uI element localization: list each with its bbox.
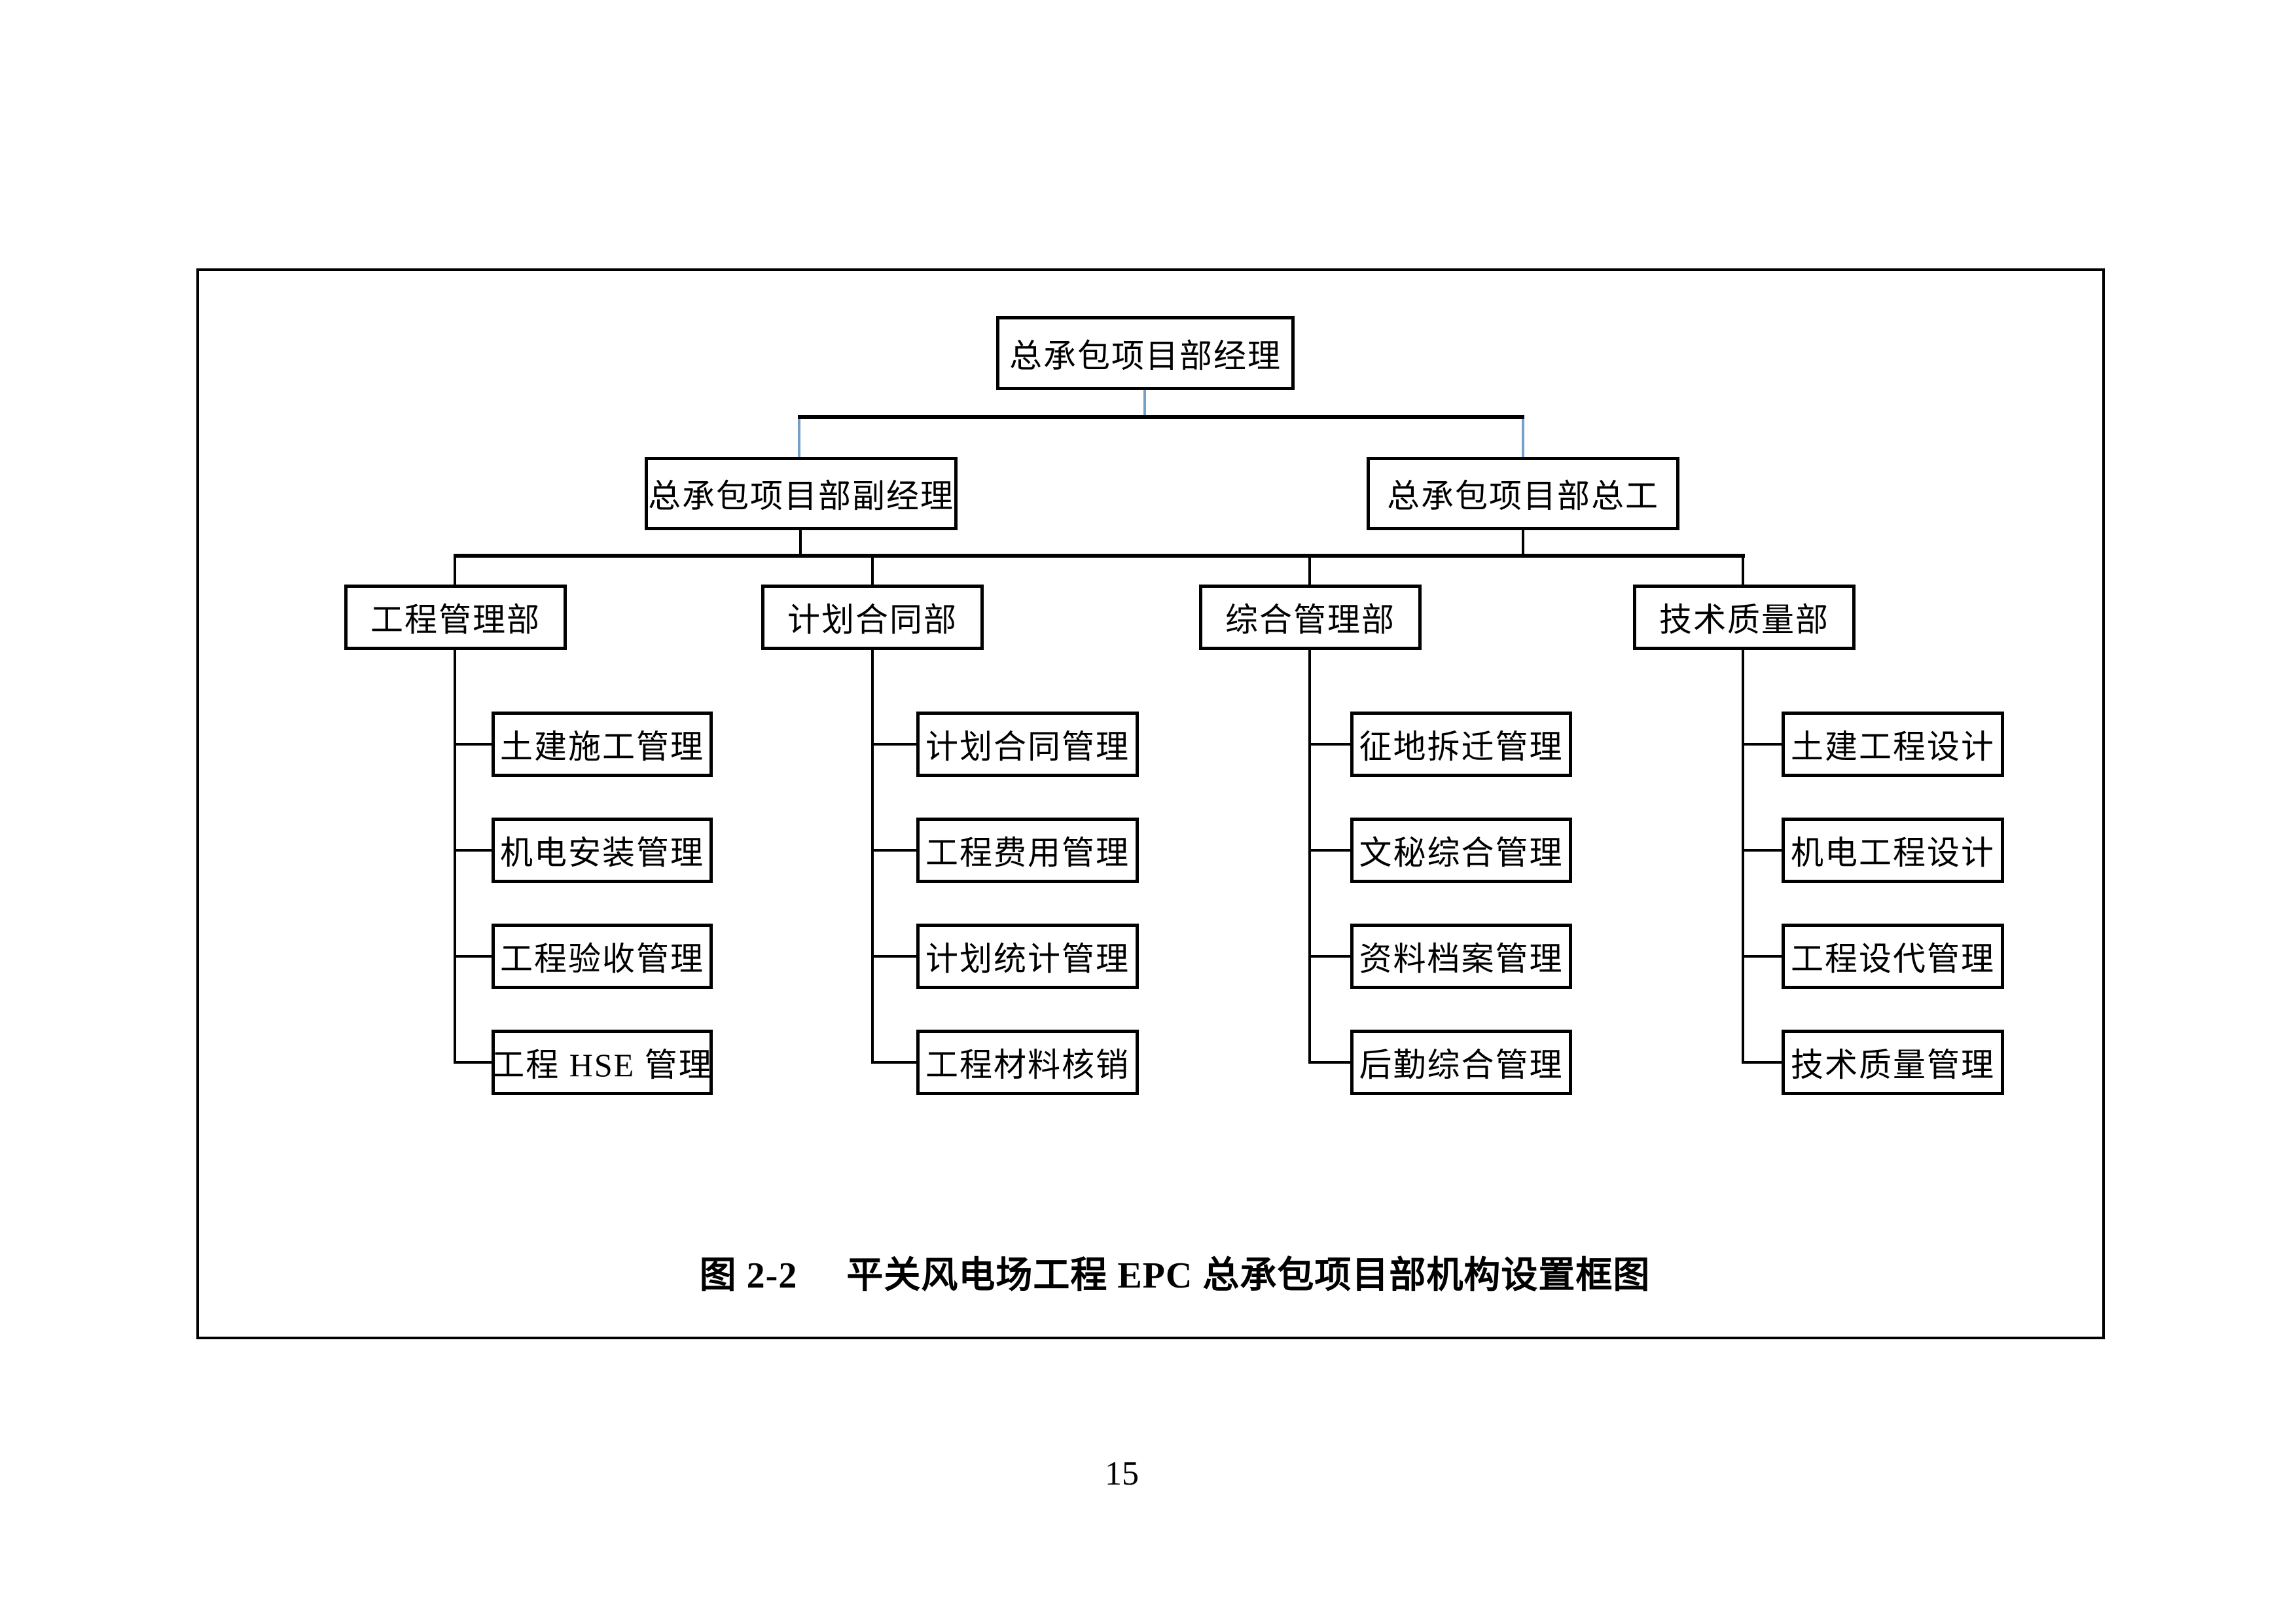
org-leaf-hse-mgmt: 工程 HSE 管理 (492, 1030, 713, 1095)
stub-dept3-row2 (1308, 849, 1350, 852)
org-node-root: 总承包项目部经理 (996, 316, 1295, 390)
org-node-general-admin-dept: 综合管理部 (1199, 585, 1422, 650)
stub-dept4-row3 (1742, 955, 1782, 958)
stub-dept4-row4 (1742, 1061, 1782, 1064)
connector-dept1-drop (454, 558, 456, 585)
connector-root-drop (1143, 390, 1146, 416)
connector-department-rail (454, 554, 1745, 558)
org-leaf-cost-mgmt: 工程费用管理 (916, 818, 1139, 883)
stub-dept4-row1 (1742, 743, 1782, 746)
figure-caption: 图 2-2 平关风电场工程 EPC 总承包项目部机构设置框图 (0, 1246, 2296, 1299)
page-number: 15 (1105, 1455, 1139, 1492)
stub-dept3-row4 (1308, 1061, 1350, 1064)
org-leaf-secretarial-mgmt: 文秘综合管理 (1350, 818, 1572, 883)
spine-dept3 (1308, 650, 1311, 1064)
org-node-chief-engineer: 总承包项目部总工 (1367, 457, 1679, 530)
stub-dept4-row2 (1742, 849, 1782, 852)
connector-dept2-drop (871, 558, 874, 585)
stub-dept1-row2 (454, 849, 492, 852)
connector-deputy-drop (799, 530, 802, 556)
figure-caption-title: 平关风电场工程 EPC 总承包项目部机构设置框图 (846, 1255, 1651, 1296)
stub-dept1-row3 (454, 955, 492, 958)
spine-dept1 (454, 650, 456, 1064)
connector-dept4-drop (1742, 558, 1744, 585)
stub-dept2-row4 (871, 1061, 916, 1064)
org-leaf-plan-statistics-mgmt: 计划统计管理 (916, 924, 1139, 989)
diagram-border (196, 268, 2105, 1339)
org-node-planning-contract-dept: 计划合同部 (761, 585, 984, 650)
connector-chief-drop (1522, 530, 1524, 556)
stub-dept1-row4 (454, 1061, 492, 1064)
stub-dept2-row3 (871, 955, 916, 958)
connector-level2-rail (798, 415, 1524, 419)
org-leaf-plan-contract-mgmt: 计划合同管理 (916, 712, 1139, 777)
stub-dept3-row1 (1308, 743, 1350, 746)
spine-dept4 (1742, 650, 1744, 1064)
stub-dept1-row1 (454, 743, 492, 746)
org-leaf-land-requisition-mgmt: 征地拆迁管理 (1350, 712, 1572, 777)
connector-level2-drop-left (798, 419, 800, 457)
org-leaf-electromech-install-mgmt: 机电安装管理 (492, 818, 713, 883)
org-leaf-civil-design: 土建工程设计 (1782, 712, 2004, 777)
org-leaf-design-representative-mgmt: 工程设代管理 (1782, 924, 2004, 989)
spine-dept2 (871, 650, 874, 1064)
connector-level2-drop-right (1522, 419, 1524, 457)
connector-dept3-drop (1308, 558, 1311, 585)
org-leaf-material-verification: 工程材料核销 (916, 1030, 1139, 1095)
org-leaf-electromech-design: 机电工程设计 (1782, 818, 2004, 883)
stub-dept2-row2 (871, 849, 916, 852)
org-node-tech-quality-dept: 技术质量部 (1633, 585, 1856, 650)
org-leaf-logistics-mgmt: 后勤综合管理 (1350, 1030, 1572, 1095)
org-leaf-archives-mgmt: 资料档案管理 (1350, 924, 1572, 989)
org-node-engineering-dept: 工程管理部 (344, 585, 567, 650)
org-node-deputy-manager: 总承包项目部副经理 (645, 457, 958, 530)
org-leaf-acceptance-mgmt: 工程验收管理 (492, 924, 713, 989)
stub-dept2-row1 (871, 743, 916, 746)
org-leaf-civil-construction-mgmt: 土建施工管理 (492, 712, 713, 777)
stub-dept3-row3 (1308, 955, 1350, 958)
org-leaf-tech-quality-mgmt: 技术质量管理 (1782, 1030, 2004, 1095)
figure-caption-number: 图 2-2 (699, 1255, 798, 1296)
